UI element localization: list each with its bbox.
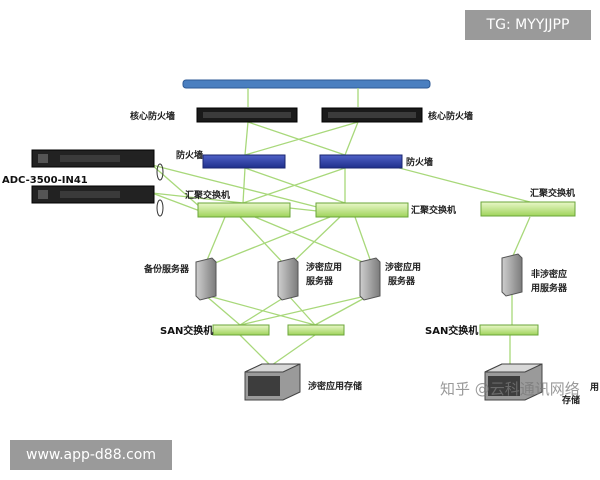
secure-storage-array [244,363,301,401]
san-switch-right [479,324,539,336]
adc-device-bottom [31,185,155,204]
core-firewall-right-label: 核心防火墙 [428,110,473,122]
aggregation-switch-right-label: 汇聚交换机 [530,187,575,199]
link-ring-icon [156,163,164,181]
non-secure-storage-label-line1: 用 [589,382,599,393]
core-firewall-left [196,107,298,123]
secure-app-server-1-label-line1: 涉密应用 [306,261,342,273]
secure-app-server-1 [277,257,299,301]
non-secure-app-server [501,253,523,297]
top-right-tag: TG: MYYJJPP [465,10,591,40]
secure-storage-label: 涉密应用存储 [308,380,362,392]
adc-device-top [31,149,155,168]
link-ring-icon [156,199,164,217]
aggregation-switch-middle [315,202,409,218]
san-switch-left-label: SAN交换机 [160,324,213,337]
aggregation-switch-left [197,202,291,218]
non-secure-storage-array [484,363,543,401]
bottom-left-url-tag: www.app-d88.com [10,440,172,470]
non-secure-storage-label-line2: 存储 [562,394,580,406]
firewall-left-label: 防火墙 [176,149,203,161]
san-switch-left-a [212,324,270,336]
san-switch-right-label: SAN交换机 [425,324,478,337]
adc-label: ADC-3500-IN41 [2,175,88,186]
firewall-left [202,154,286,169]
aggregation-switch-middle-label: 汇聚交换机 [411,204,456,216]
secure-app-server-2-label-line1: 涉密应用 [385,261,421,273]
firewall-right-label: 防火墙 [406,156,433,168]
non-secure-server-label-line2: 用服务器 [530,282,568,294]
backup-server [195,257,217,301]
secure-app-server-2-label-line2: 服务器 [388,275,416,287]
watermark-text: 知乎 @云科通讯网络 [440,380,580,398]
aggregation-switch-left-label: 汇聚交换机 [185,189,230,201]
core-firewall-left-label: 核心防火墙 [130,110,175,122]
backup-server-label: 备份服务器 [143,263,190,275]
firewall-right [319,154,403,169]
secure-app-server-2 [359,257,381,301]
backbone-bar [182,79,431,89]
core-firewall-right [321,107,423,123]
connection-lines [151,88,531,366]
secure-app-server-1-label-line2: 服务器 [306,275,334,287]
non-secure-server-label-line1: 非涉密应 [531,268,567,280]
san-switch-left-b [287,324,345,336]
aggregation-switch-right [480,201,576,217]
